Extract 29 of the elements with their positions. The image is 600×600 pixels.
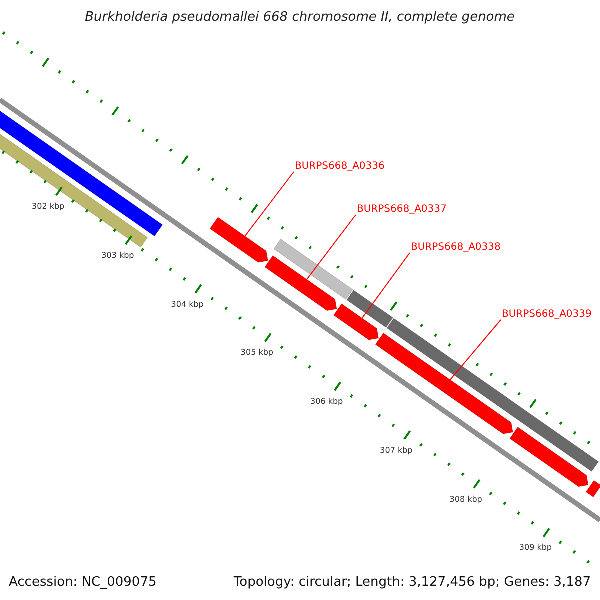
gene-feature (0, 134, 148, 248)
accession-text: Accession: NC_009075 (9, 575, 157, 591)
gene-feature (510, 426, 589, 488)
scale-label: 307 kbp (380, 444, 413, 457)
gene-feature (346, 290, 394, 328)
leader-line (244, 172, 294, 237)
scale-label: 306 kbp (310, 396, 344, 408)
gene-feature (333, 304, 380, 340)
leader-line (306, 214, 356, 280)
scale-label: 308 kbp (450, 494, 482, 506)
gene-label: BURPS668_A0336 (295, 161, 385, 173)
gene-feature (274, 238, 354, 300)
gene-label: BURPS668_A0338 (411, 242, 501, 254)
diagram-title: Burkholderia pseudomallei 668 chromosome II, complete genome (84, 10, 516, 26)
scale-label: 309 kbp (519, 542, 552, 554)
scale-label: 302 kbp (32, 201, 65, 214)
gene-feature (375, 332, 514, 434)
genome-info-text: Topology: circular; Length: 3,127,456 bp; Genes: 3,187 (234, 575, 591, 591)
leader-line (450, 320, 502, 380)
scale-label: 303 kbp (102, 250, 134, 262)
gene-feature (264, 255, 338, 312)
scale-label: 304 kbp (171, 298, 204, 311)
gene-label: BURPS668_A0337 (357, 204, 447, 216)
scale-label: 305 kbp (240, 347, 274, 360)
gene-feature (0, 110, 164, 237)
gene-label: BURPS668_A0339 (502, 309, 592, 321)
leader-line (362, 252, 410, 319)
gene-feature (210, 216, 269, 263)
gene-feature (586, 480, 600, 498)
